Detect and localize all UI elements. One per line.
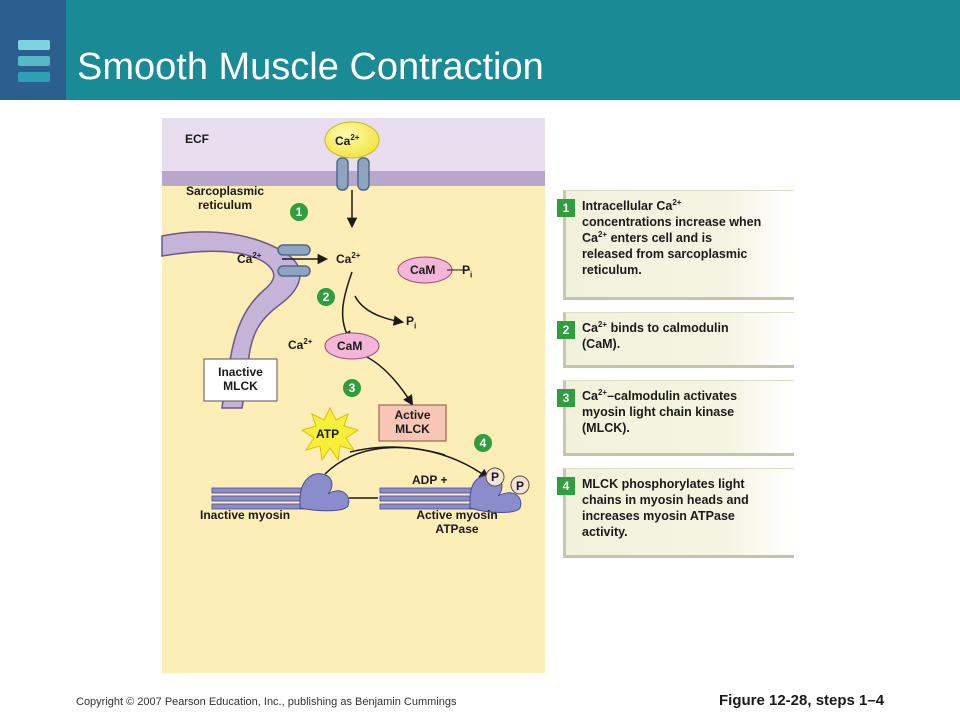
step-panel-1 [563, 190, 794, 300]
step-panel-badge-1: 1 [557, 199, 575, 217]
ca-cam-complex [324, 332, 380, 360]
logo-bar-icon [18, 40, 50, 50]
active-mlck-label: Active MLCK [394, 408, 431, 436]
active-mlck-box [378, 404, 447, 442]
step-badge-2: 2 [317, 288, 335, 306]
inactive-mlck-label: Inactive MLCK [218, 365, 263, 393]
mlck-activation-arrow [364, 355, 414, 406]
atp-label: ATP [316, 427, 340, 441]
step-text-1: Intracellular Ca2+ concentrations increa… [582, 197, 762, 277]
step-panel-badge-2: 2 [557, 321, 575, 339]
cam-free-label: CaM [410, 263, 436, 277]
step-badge-1: 1 [290, 203, 308, 221]
pi-bound-label: Pi [462, 263, 473, 280]
inactive-myosin-icon [211, 473, 350, 512]
logo-bar-icon [18, 56, 50, 66]
step-panel-2 [563, 312, 794, 368]
cell-membrane [162, 171, 545, 186]
phosphate-icon [485, 467, 505, 487]
step-panel-4 [563, 468, 794, 558]
ca-cam-ca-label: Ca2+ [288, 337, 313, 353]
ca-sr-label: Ca2+ [237, 251, 262, 267]
active-myosin-label: Active myosin ATPase [416, 508, 498, 536]
pi-release-arrow [354, 295, 405, 326]
figure-label: Figure 12-28, steps 1–4 [719, 692, 885, 709]
inactive-myosin-label: Inactive myosin [200, 508, 291, 522]
step-panel-3 [563, 380, 794, 456]
step-text-2: Ca2+ binds to calmodulin (CaM). [582, 319, 729, 351]
ca-cytosol-label: Ca2+ [336, 251, 361, 267]
sarcoplasmic-reticulum-label: Sarcoplasmic reticulum [185, 184, 265, 212]
step-badge-3: 3 [343, 379, 361, 397]
step-text-3: Ca2+–calmodulin activates myosin light c… [582, 387, 738, 435]
ca-ion-ecf-label: Ca2+ [335, 133, 360, 149]
ecf-label: ECF [185, 132, 209, 146]
step-panel-badge-4: 4 [557, 477, 575, 495]
ca-channel-icon [336, 157, 370, 191]
ca-ion-ecf [324, 121, 380, 159]
slide-header: Smooth Muscle Contraction [0, 0, 960, 100]
header-logo-block [0, 0, 66, 100]
adp-label: ADP + [412, 473, 448, 487]
slide-title: Smooth Muscle Contraction [77, 46, 544, 88]
ca-cam-label: CaM [337, 339, 363, 353]
phosphate-icon [510, 475, 530, 495]
step-badge-4: 4 [474, 434, 492, 452]
atp-starburst-icon [300, 406, 360, 462]
phosphate-label: P [516, 479, 525, 493]
phosphate-label: P [491, 470, 500, 484]
copyright-text: Copyright © 2007 Pearson Education, Inc.… [76, 696, 457, 708]
step-panel-badge-3: 3 [557, 389, 575, 407]
logo-bar-icon [18, 72, 50, 82]
active-myosin-icon [379, 467, 530, 513]
inactive-mlck-box [203, 358, 278, 402]
step-text-4: MLCK phosphorylates light chains in myos… [582, 477, 749, 539]
pi-released-label: Pi [406, 314, 417, 331]
phosphorylation-arrow [349, 446, 490, 480]
